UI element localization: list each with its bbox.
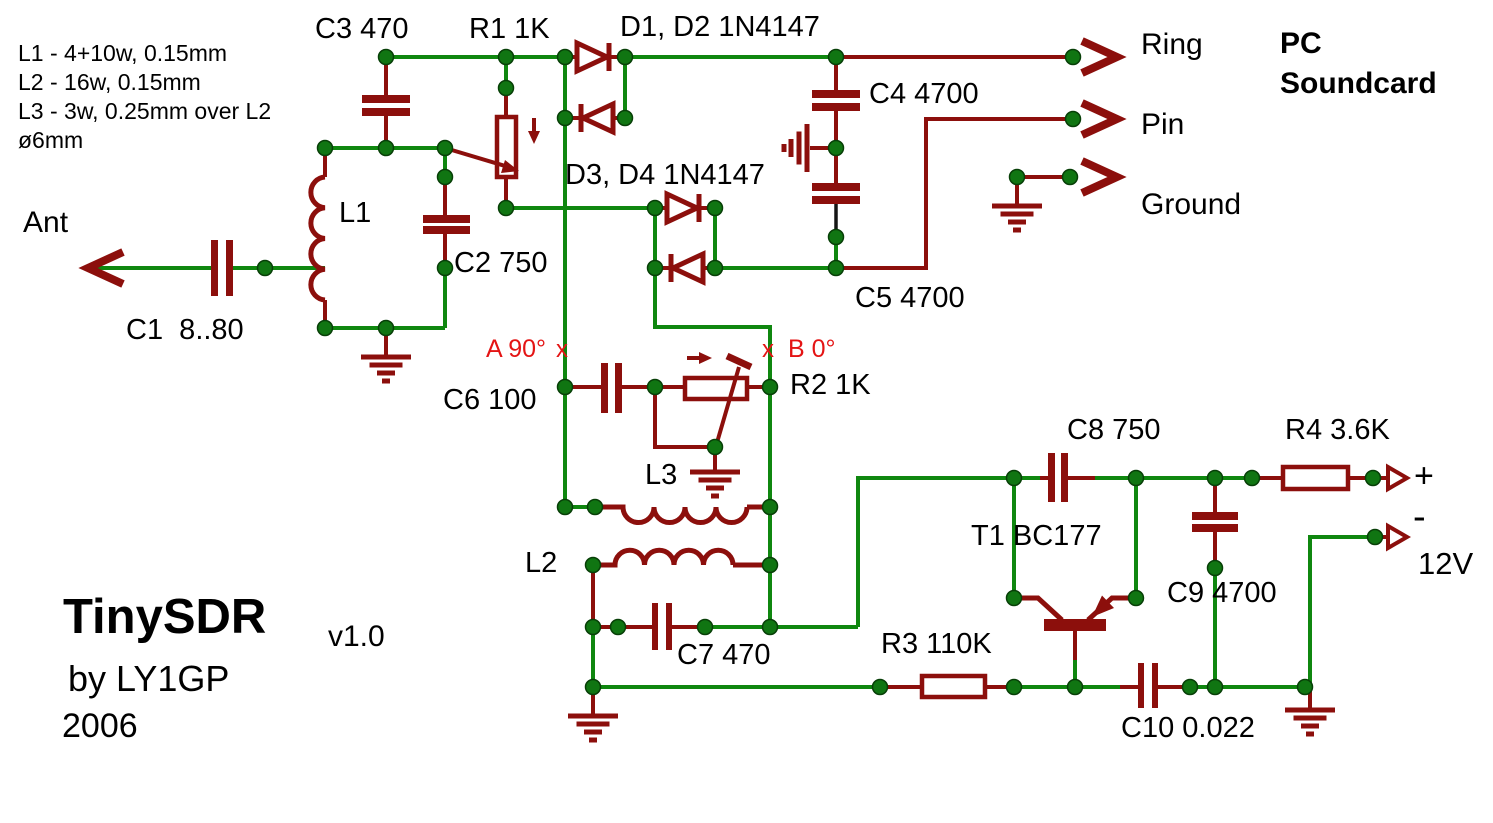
c6-capacitor: [601, 363, 622, 413]
label-c3: C3 470: [315, 13, 409, 45]
note-l1: L1 - 4+10w, 0.15mm: [18, 40, 228, 66]
resistors: [494, 114, 1351, 700]
r2-trimmer-body: [682, 375, 750, 402]
note-l2: L2 - 16w, 0.15mm: [18, 69, 201, 95]
label-c2: C2 750: [454, 247, 548, 279]
diodes: [565, 39, 715, 286]
phase-a-marker: x: [556, 336, 568, 363]
d2-diode: [565, 100, 625, 136]
label-supply-plus: +: [1414, 457, 1434, 495]
label-c5: C5 4700: [855, 282, 965, 314]
d4-diode: [655, 250, 715, 286]
r2-wiper: [687, 352, 753, 447]
c1-capacitor: [211, 240, 233, 296]
emitter-arrow-icon: [1092, 595, 1114, 617]
ground-symbols: [361, 124, 1335, 743]
d1-diode: [565, 39, 625, 75]
label-d3-d4: D3, D4 1N4147: [565, 159, 765, 191]
label-l1: L1: [339, 197, 372, 229]
label-phase-a: A 90°: [486, 335, 547, 363]
c8-capacitor: [1048, 453, 1068, 502]
label-ground: Ground: [1141, 188, 1242, 221]
label-c7: C7 470: [677, 639, 771, 671]
label-phase-b: B 0°: [788, 335, 836, 363]
label-voltage: 12V: [1418, 546, 1474, 581]
plus-arrow-icon: [1386, 463, 1411, 493]
label-l3: L3: [645, 459, 678, 491]
l3-inductor: [595, 504, 770, 525]
label-c9: C9 4700: [1167, 577, 1277, 609]
ring-arrow-icon: [1080, 37, 1127, 77]
c10-capacitor: [1138, 663, 1158, 708]
label-ring: Ring: [1141, 28, 1203, 61]
c9-capacitor: [1192, 512, 1238, 532]
label-c6: C6 100: [443, 384, 537, 416]
title-year: 2006: [62, 707, 138, 745]
connector-arrows: [78, 37, 1411, 552]
d3-diode: [655, 190, 715, 226]
r1-wiper: [444, 118, 540, 173]
minus-arrow-icon: [1386, 522, 1411, 552]
l2-inductor: [593, 547, 770, 568]
label-r1: R1 1K: [469, 13, 550, 45]
label-l2: L2: [525, 547, 558, 579]
note-l3: L3 - 3w, 0.25mm over L2: [18, 98, 272, 124]
c4-capacitor: [812, 90, 860, 111]
note-diameter: ø6mm: [18, 127, 84, 153]
r3-resistor-body: [919, 673, 988, 700]
label-d1-d2: D1, D2 1N4147: [620, 11, 820, 43]
phase-b-marker: x: [762, 336, 774, 363]
label-pin: Pin: [1141, 108, 1185, 141]
r1-trimmer-body: [494, 114, 519, 180]
ground-icon-output: [992, 203, 1042, 233]
label-t1: T1 BC177: [971, 520, 1102, 552]
ant-arrow-icon: [78, 248, 125, 288]
pin-arrow-icon: [1080, 99, 1127, 139]
ground-icon-tank: [361, 354, 411, 384]
ground-icon-r2: [690, 469, 740, 499]
r4-resistor-body: [1280, 464, 1351, 492]
label-r3: R3 110K: [881, 628, 992, 660]
label-c8: C8 750: [1067, 414, 1161, 446]
c5-capacitor: [812, 183, 860, 204]
title-version: v1.0: [328, 620, 385, 653]
page-title: TinySDR: [63, 590, 267, 644]
label-soundcard: Soundcard: [1280, 67, 1437, 100]
t1-transistor: [1014, 595, 1136, 631]
ground-icon-c4-side: [781, 124, 810, 172]
ground-icon-bottom-right: [1285, 707, 1335, 737]
c7-capacitor: [652, 603, 672, 650]
c2-capacitor: [423, 215, 470, 234]
label-c10: C10 0.022: [1121, 712, 1255, 744]
label-c4: C4 4700: [869, 78, 979, 110]
c3-capacitor: [362, 95, 410, 116]
capacitors: [211, 90, 1238, 708]
label-pc: PC: [1280, 27, 1322, 60]
label-r4: R4 3.6K: [1285, 414, 1390, 446]
title-author: by LY1GP: [68, 658, 230, 699]
label-supply-minus: -: [1413, 496, 1426, 538]
label-r2: R2 1K: [790, 369, 871, 401]
junction-dots: [256, 48, 1384, 696]
label-antenna: Ant: [23, 206, 69, 239]
ground-icon-bottom-left: [568, 713, 618, 743]
l1-inductor: [308, 174, 326, 303]
ground-arrow-icon: [1080, 157, 1127, 197]
label-c1: C1 8..80: [126, 314, 244, 346]
